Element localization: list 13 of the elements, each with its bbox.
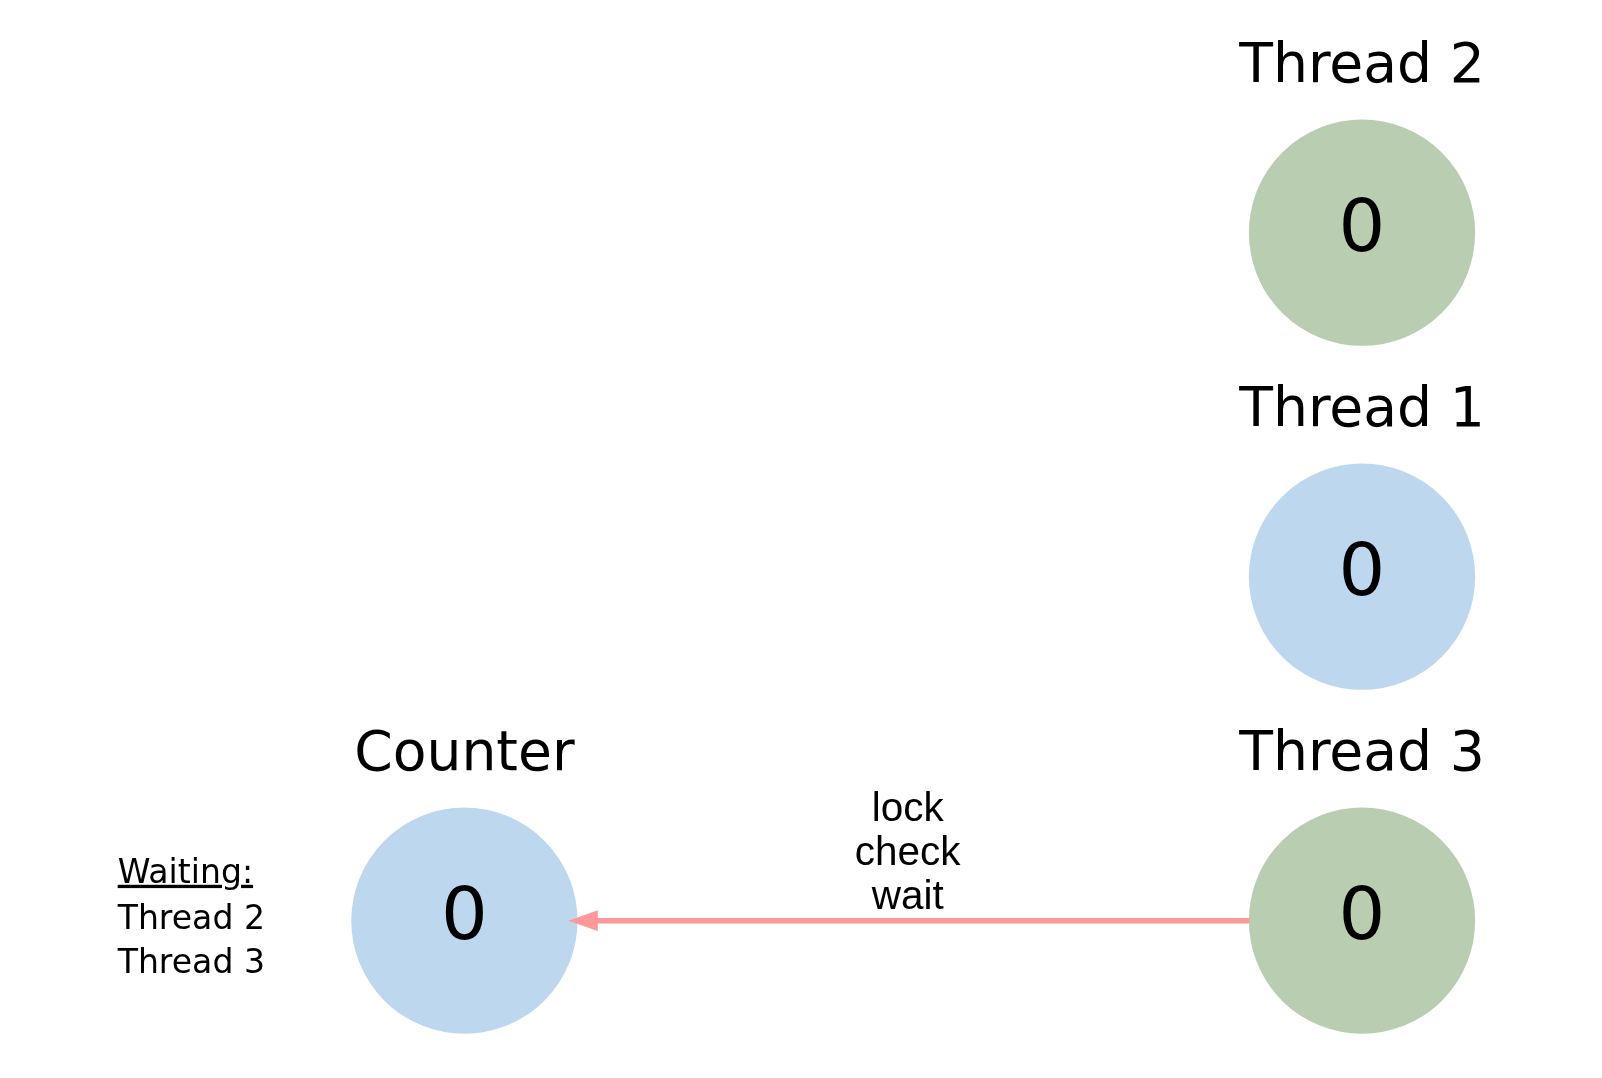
edge-label: lock check wait	[854, 783, 961, 918]
node-circle: 0	[351, 807, 578, 1034]
node-circle: 0	[1248, 463, 1476, 690]
node-label: Waiting:	[117, 851, 254, 891]
node-label: Thread 2	[117, 897, 265, 937]
node-circle: 0	[1248, 119, 1476, 346]
node-label: Thread 2	[1239, 30, 1485, 95]
node-label: Thread 1	[1239, 374, 1485, 439]
node-label: Thread 3	[117, 941, 265, 981]
node-circle: 0	[1248, 807, 1476, 1034]
node-label: Counter	[354, 718, 575, 783]
arrow	[568, 910, 1250, 931]
node-label: Thread 3	[1239, 718, 1485, 783]
